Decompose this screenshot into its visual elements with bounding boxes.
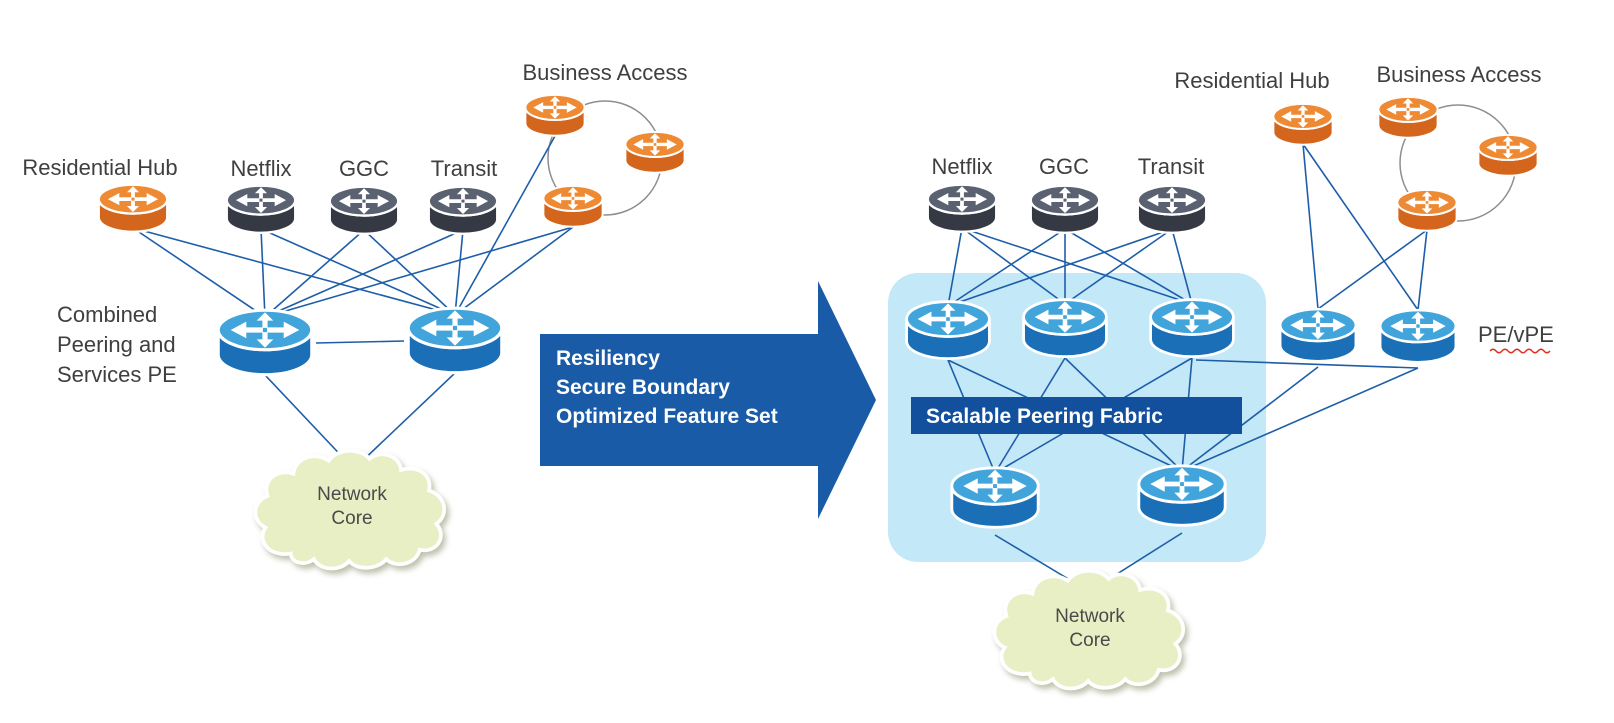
residential-hub-label-right: Residential Hub xyxy=(1174,68,1329,93)
network-core-label-left-line1: Network xyxy=(317,484,387,505)
transition-arrow-icon xyxy=(540,281,876,519)
netflix-router-icon-right xyxy=(926,183,998,233)
right-access-to-pe-links xyxy=(1302,143,1428,311)
ggc-router-icon-right xyxy=(1029,184,1101,234)
combined-pe-router-icon-1 xyxy=(216,308,314,377)
ggc-router-icon-left xyxy=(328,185,400,235)
fabric-top-router-icon-3 xyxy=(1149,298,1235,358)
business-access-router-icon-left-1 xyxy=(524,93,586,137)
business-access-label-right: Business Access xyxy=(1376,62,1541,87)
arrow-label-line1: Resiliency xyxy=(556,347,660,370)
residential-hub-label-left: Residential Hub xyxy=(22,155,177,180)
netflix-router-icon-left xyxy=(225,184,297,234)
business-access-router-icon-right-2 xyxy=(1477,133,1539,177)
fabric-top-router-icon-1 xyxy=(905,300,991,360)
business-access-router-icon-left-2 xyxy=(624,130,686,174)
fabric-bottom-router-icon-1 xyxy=(950,466,1040,529)
fabric-top-router-icon-2 xyxy=(1022,298,1108,358)
network-core-label-right-line2: Core xyxy=(1069,630,1110,651)
pe-vpe-label: PE/vPE xyxy=(1478,322,1554,347)
combined-pe-router-icon-2 xyxy=(406,306,504,375)
transit-label-left: Transit xyxy=(431,156,497,181)
residential-hub-router-icon-left xyxy=(97,183,169,233)
combined-pe-label-line1: Combined xyxy=(57,302,157,327)
business-access-router-icon-left-3 xyxy=(542,184,604,228)
residential-hub-router-icon-right xyxy=(1272,102,1334,146)
left-access-to-pe-links xyxy=(132,135,574,318)
ggc-label-left: GGC xyxy=(339,156,389,181)
combined-pe-label-line3: Services PE xyxy=(57,362,177,387)
left-pe-to-core-links xyxy=(264,372,456,466)
business-access-label-left: Business Access xyxy=(522,60,687,85)
transit-router-icon-right xyxy=(1136,184,1208,234)
combined-pe-label-line2: Peering and xyxy=(57,332,176,357)
transit-router-icon-left xyxy=(427,185,499,235)
spellcheck-squiggle xyxy=(1489,348,1551,354)
netflix-label-left: Netflix xyxy=(230,156,291,181)
network-core-label-right-line1: Network xyxy=(1055,606,1125,627)
arrow-label-line3: Optimized Feature Set xyxy=(556,405,778,428)
business-access-router-icon-right-1 xyxy=(1377,95,1439,139)
pe-to-fabric-links xyxy=(1181,359,1419,472)
transit-label-right: Transit xyxy=(1138,154,1204,179)
netflix-label-right: Netflix xyxy=(931,154,992,179)
scalable-peering-fabric-label: Scalable Peering Fabric xyxy=(926,405,1163,428)
left-pe-interconnect-link xyxy=(315,340,405,344)
scalable-peering-fabric-banner xyxy=(911,397,1242,434)
right-peers-to-fabric-links xyxy=(947,227,1193,307)
fabric-bottom-router-icon-2 xyxy=(1137,464,1227,527)
ggc-label-right: GGC xyxy=(1039,154,1089,179)
network-core-label-left-line2: Core xyxy=(331,508,372,529)
pe-vpe-router-icon-1 xyxy=(1278,307,1358,363)
business-access-router-icon-right-3 xyxy=(1396,188,1458,232)
pe-vpe-router-icon-2 xyxy=(1378,308,1458,364)
arrow-label-line2: Secure Boundary xyxy=(556,376,730,399)
